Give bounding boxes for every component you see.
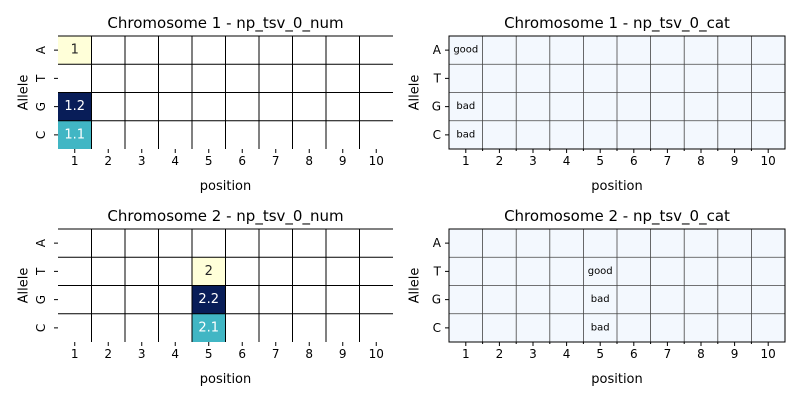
y-tick-label: C — [433, 321, 441, 335]
x-tick-label: 3 — [138, 347, 146, 361]
heatmap-cell — [58, 120, 92, 149]
y-tick-label: C — [34, 324, 48, 332]
x-tick-label: 2 — [496, 347, 504, 361]
x-tick-label: 2 — [104, 347, 112, 361]
x-tick-label: 8 — [697, 154, 705, 168]
x-tick-label: 7 — [272, 154, 280, 168]
x-tick-label: 9 — [731, 154, 739, 168]
heatmap-cell — [192, 285, 226, 314]
x-tick-label: 4 — [563, 347, 571, 361]
x-tick-label: 6 — [630, 347, 638, 361]
chart-title: Chromosome 2 - np_tsv_0_num — [107, 207, 343, 226]
x-tick-label: 5 — [205, 154, 213, 168]
y-axis-label: Allele — [408, 75, 423, 111]
y-axis-label: Allele — [17, 75, 32, 111]
x-tick-label: 4 — [171, 154, 179, 168]
x-tick-label: 9 — [339, 347, 347, 361]
cell-label: good — [588, 266, 613, 277]
y-tick-label: G — [432, 100, 441, 114]
x-tick-label: 5 — [596, 154, 604, 168]
x-tick-label: 3 — [529, 154, 537, 168]
x-axis-label: position — [200, 179, 252, 194]
x-tick-label: 2 — [496, 154, 504, 168]
cell-label: bad — [591, 294, 610, 305]
x-tick-label: 8 — [305, 347, 313, 361]
heatmap-panel-1: 1 1.2 1.1 1 2 3 4 5 6 7 8 9 10 A T G C Chromosome 1 - np_… — [17, 14, 393, 194]
x-tick-label: 1 — [462, 347, 470, 361]
x-tick-label: 7 — [664, 347, 672, 361]
heatmap-panel-4: good bad bad 1 2 3 4 5 6 7 8 9 10 AT GC Chromosome 2 - … — [408, 207, 786, 387]
x-tick-label: 3 — [138, 154, 146, 168]
x-tick-label: 8 — [697, 347, 705, 361]
y-tick-label: C — [34, 131, 48, 139]
x-tick-label: 3 — [529, 347, 537, 361]
x-tick-label: 2 — [104, 154, 112, 168]
y-tick-label: G — [34, 295, 48, 304]
y-axis-label: Allele — [408, 268, 423, 304]
x-tick-label: 10 — [761, 154, 776, 168]
x-tick-label: 1 — [71, 347, 79, 361]
x-tick-label: 5 — [205, 347, 213, 361]
x-tick-label: 10 — [369, 154, 384, 168]
y-tick-label: A — [433, 236, 442, 250]
x-tick-label: 4 — [171, 347, 179, 361]
x-tick-label: 7 — [664, 154, 672, 168]
x-tick-label: 5 — [596, 347, 604, 361]
x-tick-label: 1 — [71, 154, 79, 168]
x-tick-label: 1 — [462, 154, 470, 168]
cell-label: 2.1 — [198, 320, 219, 335]
cell-label: bad — [456, 101, 475, 112]
y-tick-label: T — [34, 74, 48, 83]
y-tick-label: A — [34, 45, 48, 54]
x-axis-label: position — [591, 372, 643, 387]
x-tick-label: 9 — [731, 347, 739, 361]
cell-label: 2.2 — [198, 292, 219, 307]
y-tick-label: A — [34, 238, 48, 247]
cell-label: bad — [456, 129, 475, 140]
chart-title: Chromosome 1 - np_tsv_0_cat — [504, 14, 730, 33]
cell-label: 1 — [71, 43, 79, 58]
x-tick-label: 6 — [238, 347, 246, 361]
x-tick-label: 6 — [238, 154, 246, 168]
y-tick-label: T — [433, 264, 442, 278]
heatmap-panel-3: 2 2.2 2.1 1 2 3 4 5 6 7 8 9 10 A T G C Chromosome 2 - np_… — [17, 207, 393, 387]
y-tick-label: G — [432, 293, 441, 307]
x-tick-label: 9 — [339, 154, 347, 168]
heatmap-panel-2: good bad bad 1 2 3 4 5 6 7 8 9 10 AT GC Chromosome 1 - … — [408, 14, 786, 194]
cell-label: 1.1 — [64, 127, 85, 142]
heatmap-cell — [192, 257, 226, 286]
x-tick-label: 4 — [563, 154, 571, 168]
cell-label: 2 — [205, 264, 213, 279]
x-axis-label: position — [200, 372, 252, 387]
heatmap-cell — [192, 313, 226, 342]
chart-title: Chromosome 2 - np_tsv_0_cat — [504, 207, 730, 226]
x-tick-label: 10 — [369, 347, 384, 361]
y-tick-label: G — [34, 102, 48, 111]
cell-label: bad — [591, 322, 610, 333]
heatmap-cell — [58, 92, 92, 121]
x-tick-label: 8 — [305, 154, 313, 168]
x-tick-label: 10 — [761, 347, 776, 361]
cell-label: 1.2 — [64, 99, 85, 114]
y-tick-label: C — [433, 128, 441, 142]
y-axis-label: Allele — [17, 268, 32, 304]
chart-title: Chromosome 1 - np_tsv_0_num — [107, 14, 343, 33]
y-tick-label: A — [433, 43, 442, 57]
x-tick-label: 7 — [272, 347, 280, 361]
heatmap-cell — [58, 36, 92, 65]
cell-label: good — [453, 45, 478, 56]
x-axis-label: position — [591, 179, 643, 194]
y-tick-label: T — [34, 267, 48, 276]
y-tick-label: T — [433, 71, 442, 85]
x-tick-label: 6 — [630, 154, 638, 168]
